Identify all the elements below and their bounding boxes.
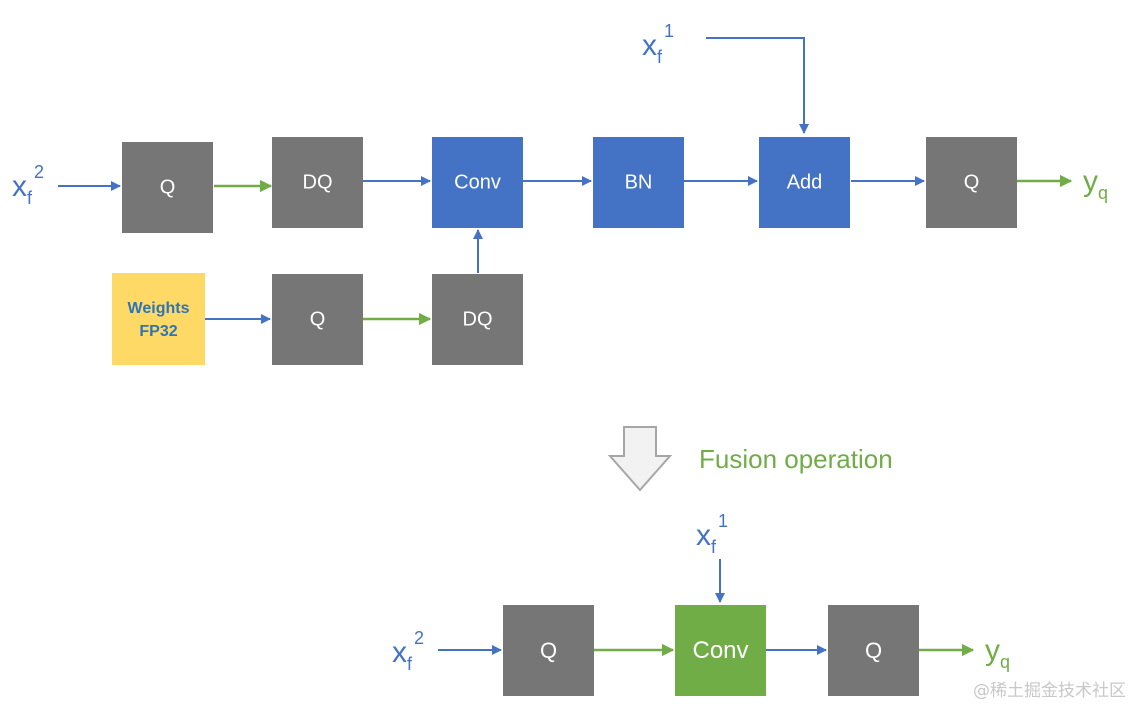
top-input-xf2: xf2 xyxy=(12,162,44,208)
bottom-input-xf1: xf1 xyxy=(696,511,728,557)
top-qout-box: Q xyxy=(926,137,1017,228)
top-add-label: Add xyxy=(787,172,823,194)
fusion-operation-label: Fusion operation xyxy=(699,444,893,474)
top-bn-box: BN xyxy=(593,137,684,228)
top-conv-label: Conv xyxy=(454,172,501,194)
weights-label-line2: FP32 xyxy=(139,323,177,340)
bottom-diagram: xf1 xf2 Q Conv Q yq xyxy=(392,511,1010,696)
bottom-conv-box: Conv xyxy=(675,605,766,696)
top-add-box: Add xyxy=(759,137,850,228)
down-arrow-icon xyxy=(607,426,673,492)
top-dqw-box: DQ xyxy=(432,274,523,365)
bottom-conv-label: Conv xyxy=(692,637,748,664)
top-qout-label: Q xyxy=(964,172,980,194)
top-qw-box: Q xyxy=(272,274,363,365)
bottom-output-yq: yq xyxy=(985,634,1010,672)
top-conv-box: Conv xyxy=(432,137,523,228)
bottom-q-out-label: Q xyxy=(865,638,882,663)
bottom-q-in-box: Q xyxy=(503,605,594,696)
weights-fp32-box: Weights FP32 xyxy=(112,273,205,365)
bottom-q-in-label: Q xyxy=(540,638,557,663)
arrow-xf1-to-add xyxy=(706,37,809,134)
top-dq1-box: DQ xyxy=(272,137,363,228)
top-dqw-label: DQ xyxy=(463,309,493,331)
bottom-q-out-box: Q xyxy=(828,605,919,696)
fusion-transition: Fusion operation xyxy=(607,426,893,492)
top-bn-label: BN xyxy=(625,172,653,194)
top-qw-label: Q xyxy=(310,309,326,331)
top-diagram: xf2 xf1 Q DQ Conv xyxy=(12,21,1108,365)
top-q1-box: Q xyxy=(122,142,213,233)
top-input-xf1: xf1 xyxy=(642,21,674,67)
watermark-text: @稀土掘金技术社区 xyxy=(973,681,1126,701)
weights-label-line1: Weights xyxy=(128,300,190,317)
bottom-input-xf2: xf2 xyxy=(392,628,424,674)
top-dq1-label: DQ xyxy=(303,172,333,194)
top-q1-label: Q xyxy=(160,177,176,199)
top-output-yq: yq xyxy=(1083,165,1108,203)
